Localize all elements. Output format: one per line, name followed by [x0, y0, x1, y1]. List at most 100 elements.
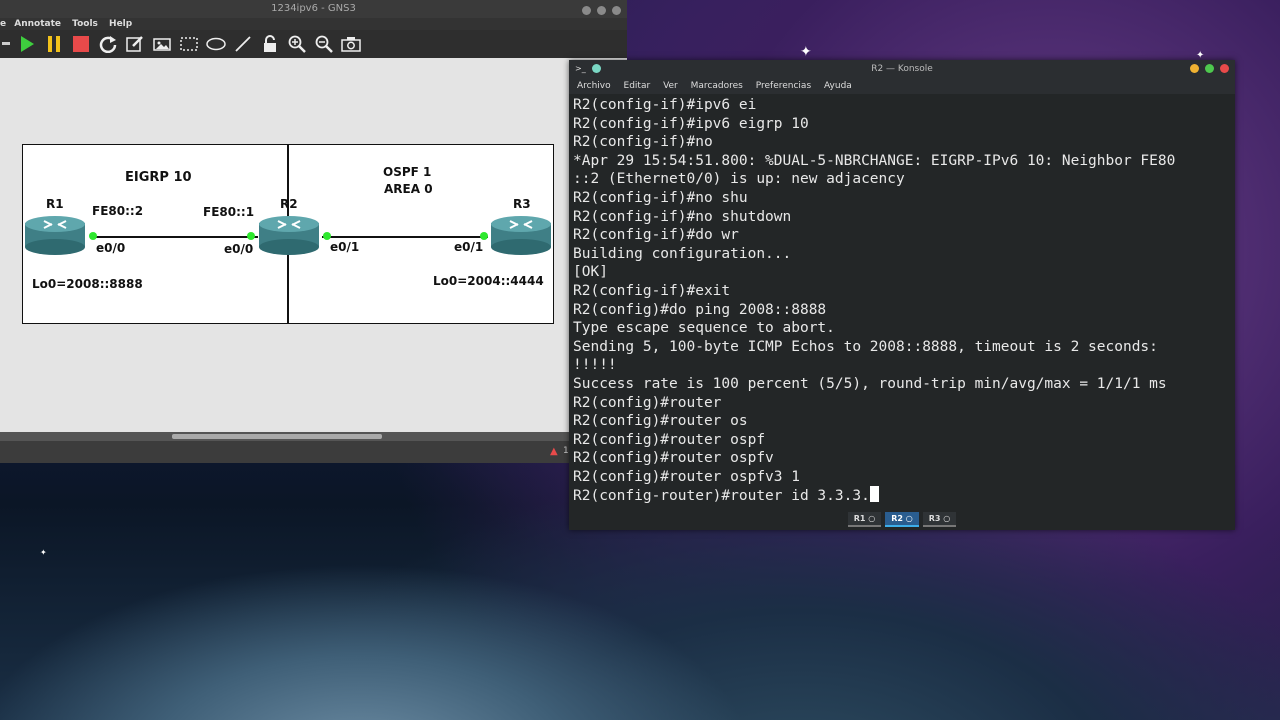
- gns3-statusbar: ▲ 1: [0, 441, 627, 463]
- router-r3-name: R3: [513, 197, 531, 211]
- draw-rectangle-button[interactable]: [179, 34, 199, 54]
- label-r1-loopback: Lo0=2008::8888: [32, 277, 143, 291]
- konsole-tabbar: R1 ○ R2 ○ R3 ○: [569, 508, 1235, 530]
- terminal-line: Type escape sequence to abort.: [573, 320, 835, 337]
- terminal-line: R2(config-if)#ipv6 ei: [573, 97, 757, 113]
- menu-preferencias[interactable]: Preferencias: [755, 81, 812, 91]
- reload-all-button[interactable]: [98, 34, 118, 54]
- horizontal-scrollbar[interactable]: [0, 432, 627, 441]
- lock-icon[interactable]: [260, 34, 280, 54]
- ospf-area-subtitle: AREA 0: [384, 182, 433, 196]
- label-fe80-2: FE80::2: [92, 204, 144, 218]
- terminal-line: R2(config)#router ospf: [573, 431, 766, 448]
- screenshot-camera-icon[interactable]: [341, 34, 361, 54]
- label-r1-e0-0: e0/0: [96, 241, 126, 255]
- tab-r2[interactable]: R2 ○: [885, 511, 919, 527]
- insert-picture-button[interactable]: [152, 34, 172, 54]
- topology-canvas[interactable]: EIGRP 10 OSPF 1 AREA 0 R1 R2 R3 FE80::2 …: [0, 58, 627, 432]
- router-r2-name: R2: [280, 197, 298, 211]
- link-status-dot: [247, 232, 255, 240]
- terminal-current-input: R2(config-router)#router id 3.3.3.: [573, 488, 870, 505]
- router-r1-name: R1: [46, 197, 64, 211]
- gns3-window: 1234ipv6 - GNS3 e Annotate Tools Help EI…: [0, 0, 627, 463]
- terminal-line: R2(config)#router ospfv3 1: [573, 468, 800, 485]
- minimize-button[interactable]: [582, 6, 591, 15]
- terminal-line: R2(config)#do ping 2008::8888: [573, 301, 827, 318]
- eigrp-area-title: EIGRP 10: [125, 170, 192, 185]
- terminal-line: R2(config-if)#no shutdown: [573, 208, 792, 225]
- draw-line-button[interactable]: [233, 34, 253, 54]
- status-count: 1: [563, 446, 569, 456]
- tab-r3[interactable]: R3 ○: [922, 511, 957, 527]
- maximize-button[interactable]: [1205, 64, 1214, 73]
- router-r2-icon[interactable]: [258, 215, 320, 255]
- add-note-button[interactable]: [125, 34, 145, 54]
- terminal-output[interactable]: R2(config-if)#ipv6 ei R2(config-if)#ipv6 …: [573, 96, 1223, 508]
- menu-ver[interactable]: Ver: [663, 81, 678, 91]
- konsole-title: R2 — Konsole: [871, 64, 933, 74]
- link-r1-r2[interactable]: [90, 236, 258, 238]
- terminal-line: *Apr 29 15:54:51.800: %DUAL-5-NBRCHANGE:…: [573, 152, 1176, 169]
- text-cursor: [869, 486, 879, 503]
- tab-r1[interactable]: R1 ○: [847, 511, 882, 527]
- minimize-button[interactable]: [1190, 64, 1199, 73]
- terminal-prompt-line[interactable]: R2(config-router)#router id 3.3.3.: [573, 486, 1223, 506]
- terminal-line: Building configuration...: [573, 245, 792, 262]
- router-r3-icon[interactable]: [490, 215, 552, 255]
- close-button[interactable]: [612, 6, 621, 15]
- terminal-line: R2(config)#router ospfv: [573, 450, 774, 467]
- pin-button[interactable]: [591, 64, 601, 73]
- link-r2-r3[interactable]: [322, 236, 488, 238]
- menu-marcadores[interactable]: Marcadores: [690, 81, 743, 91]
- stop-all-button[interactable]: [71, 34, 91, 54]
- terminal-line: R2(config-if)#ipv6 eigrp 10: [573, 115, 809, 132]
- link-status-dot: [89, 232, 97, 240]
- label-r3-loopback: Lo0=2004::4444: [433, 274, 544, 288]
- suspend-all-button[interactable]: [44, 34, 64, 54]
- konsole-window: >_ R2 — Konsole Archivo Editar Ver Marca…: [569, 60, 1235, 530]
- label-fe80-1: FE80::1: [203, 205, 255, 219]
- menu-archivo[interactable]: Archivo: [577, 81, 611, 91]
- zoom-out-icon[interactable]: [314, 34, 334, 54]
- gns3-menubar: e Annotate Tools Help: [0, 18, 627, 30]
- link-status-dot: [323, 232, 331, 240]
- router-r1-icon[interactable]: [24, 215, 86, 255]
- ospf-area-title: OSPF 1: [383, 165, 432, 179]
- gns3-toolbar: [0, 30, 627, 58]
- gns3-title: 1234ipv6 - GNS3: [271, 3, 356, 14]
- gns3-titlebar: 1234ipv6 - GNS3: [0, 0, 627, 18]
- warning-icon[interactable]: ▲: [550, 446, 558, 457]
- maximize-button[interactable]: [597, 6, 606, 15]
- eigrp-area[interactable]: [22, 144, 288, 324]
- menu-editar[interactable]: Editar: [623, 81, 651, 91]
- terminal-app-icon: >_: [575, 64, 586, 73]
- start-all-button[interactable]: [17, 34, 37, 54]
- terminal-line: !!!!!: [573, 357, 617, 374]
- terminal-line: Sending 5, 100-byte ICMP Echos to 2008::…: [573, 338, 1158, 355]
- terminal-line: R2(config-if)#no shu: [573, 189, 748, 206]
- label-r2-e0-1: e0/1: [330, 240, 360, 254]
- draw-ellipse-button[interactable]: [206, 34, 226, 54]
- scrollbar-thumb[interactable]: [172, 434, 382, 439]
- konsole-titlebar: >_ R2 — Konsole: [569, 60, 1235, 78]
- close-button[interactable]: [1220, 64, 1229, 73]
- menu-help[interactable]: Help: [109, 19, 133, 29]
- terminal-line: R2(config)#router: [573, 394, 722, 411]
- label-r3-e0-1: e0/1: [454, 240, 484, 254]
- link-status-dot: [480, 232, 488, 240]
- menu-annotate[interactable]: Annotate: [14, 19, 61, 29]
- zoom-in-icon[interactable]: [287, 34, 307, 54]
- star-icon: ✦: [800, 44, 812, 60]
- label-r2-e0-0: e0/0: [224, 242, 254, 256]
- konsole-menubar: Archivo Editar Ver Marcadores Preferenci…: [569, 78, 1235, 94]
- dash-icon: [2, 34, 10, 54]
- terminal-line: R2(config)#router os: [573, 413, 748, 430]
- menu-tools[interactable]: Tools: [72, 19, 98, 29]
- terminal-line: R2(config-if)#no: [573, 134, 713, 151]
- star-icon: ✦: [1196, 50, 1205, 61]
- menu-edge-fragment: e: [0, 19, 7, 29]
- terminal-line: Success rate is 100 percent (5/5), round…: [573, 375, 1167, 392]
- menu-ayuda[interactable]: Ayuda: [824, 81, 852, 91]
- terminal-line: [OK]: [573, 264, 608, 281]
- terminal-line: R2(config-if)#do wr: [573, 227, 739, 244]
